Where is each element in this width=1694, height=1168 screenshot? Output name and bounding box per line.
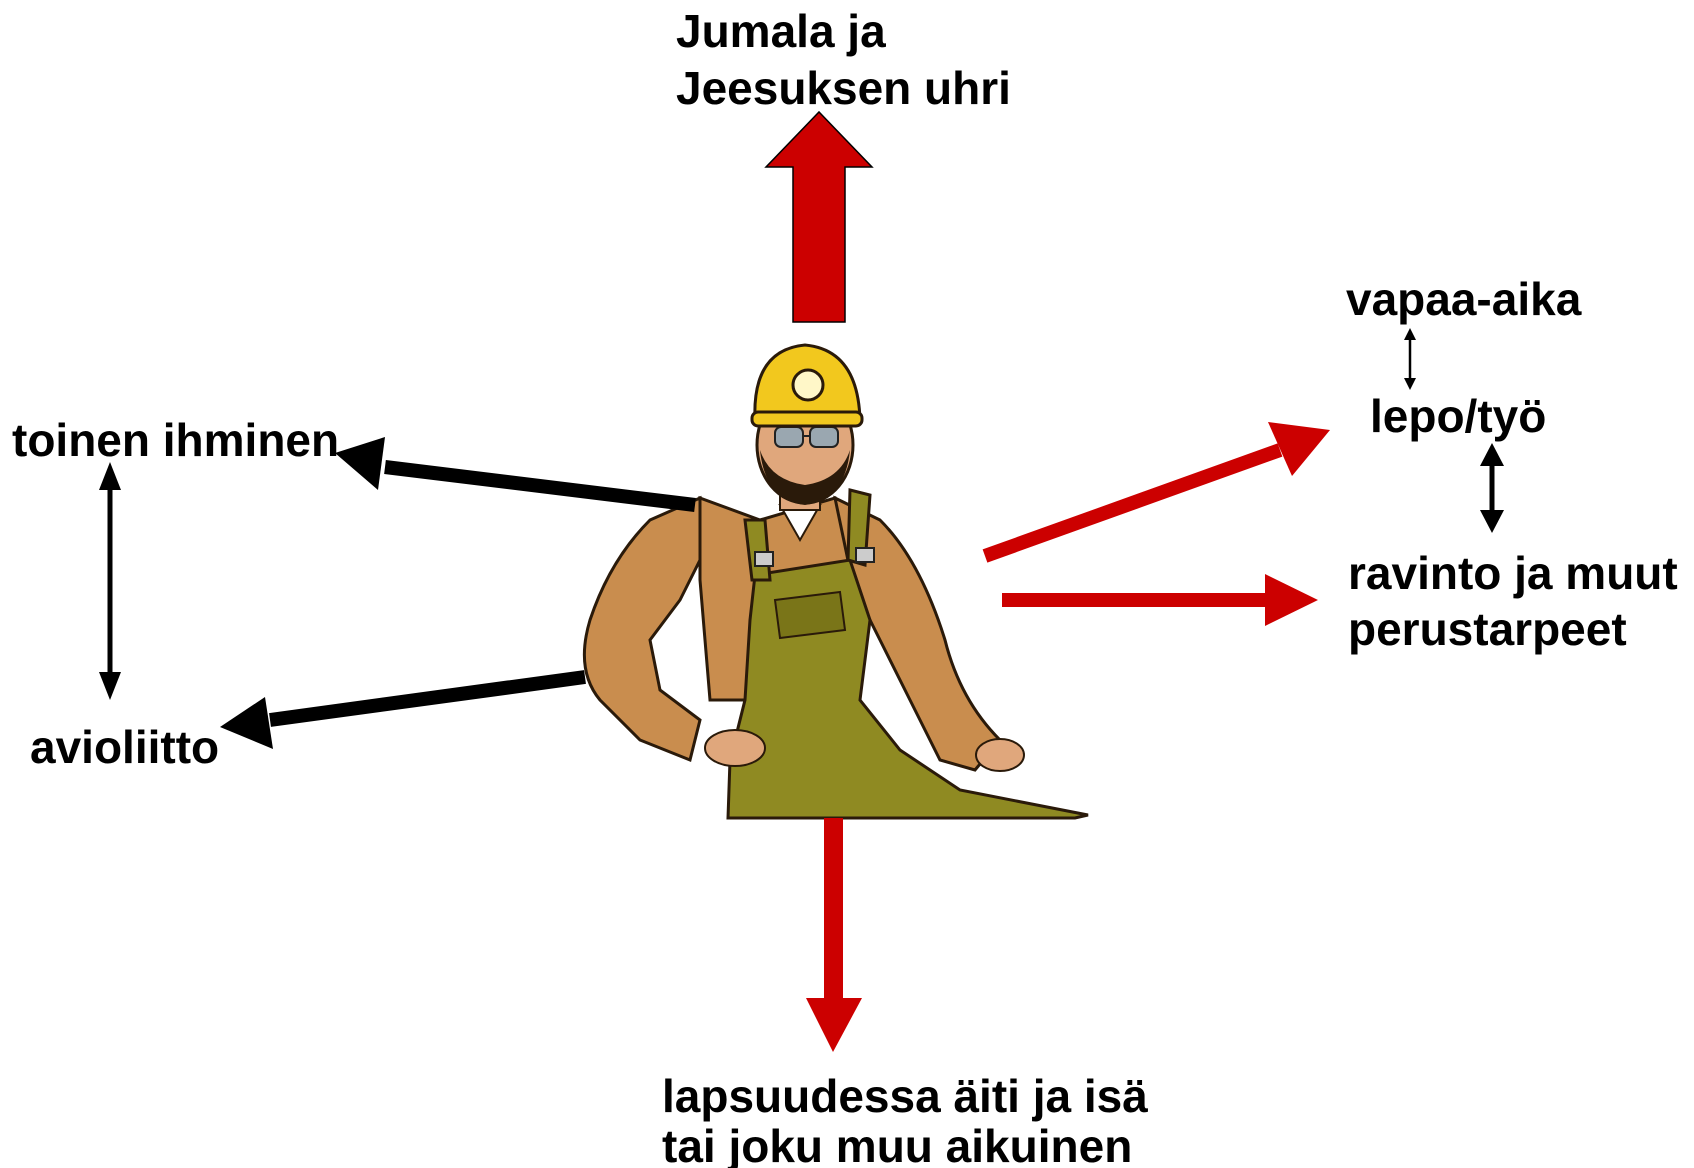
worker-buckle-left <box>754 551 774 567</box>
label-rest-work: lepo/työ <box>1370 390 1546 442</box>
double-arrow-rest-nutrition <box>1480 443 1504 533</box>
arrow-down-to-childhood <box>806 818 862 1052</box>
worker-overall-strap-right <box>846 488 872 567</box>
worker-shirt <box>582 495 1003 772</box>
double-arrow-other-person-marriage <box>99 462 121 700</box>
arrow-left-lower-to-marriage <box>220 670 586 749</box>
worker-hand-left <box>704 729 766 767</box>
worker-figure <box>582 343 1089 820</box>
label-god-line1: Jumala ja <box>676 5 886 57</box>
label-childhood-line2: tai joku muu aikuinen <box>662 1120 1132 1168</box>
label-marriage: avioliitto <box>30 721 219 773</box>
worker-pocket <box>773 590 847 640</box>
headlamp-icon <box>791 368 825 402</box>
label-god-line2: Jeesuksen uhri <box>676 62 1011 114</box>
worker-hand-right <box>975 738 1025 772</box>
hard-hat-brim <box>750 410 864 428</box>
double-arrow-free-time-rest <box>1404 328 1416 390</box>
label-other-person: toinen ihminen <box>12 414 339 466</box>
safety-glasses-icon <box>774 426 839 448</box>
arrow-right-lower-to-nutrition <box>1002 574 1318 626</box>
worker-beard <box>760 450 850 505</box>
label-nutrition-line2: perustarpeet <box>1348 603 1627 655</box>
label-childhood-line1: lapsuudessa äiti ja isä <box>662 1070 1148 1122</box>
arrow-left-upper-to-other-person <box>335 437 696 512</box>
label-nutrition-line1: ravinto ja muut <box>1348 547 1678 599</box>
worker-buckle-right <box>855 547 875 563</box>
arrow-up-to-god <box>764 110 874 323</box>
arrow-right-upper-to-rest-work <box>982 422 1330 563</box>
label-free-time: vapaa-aika <box>1346 273 1582 325</box>
